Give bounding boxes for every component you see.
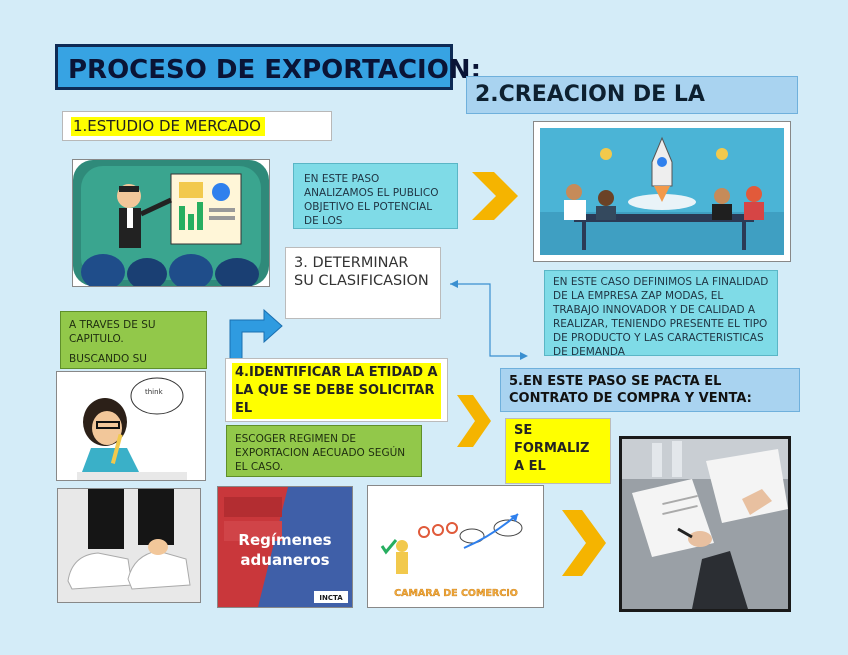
sneakers-image [57,488,201,603]
step3-line1: A TRAVES DE SU CAPITULO. [69,318,198,346]
page-title: PROCESO DE EXPORTACION: [55,44,453,90]
chevron-right-icon [560,508,608,578]
step5-heading: 5.EN ESTE PASO SE PACTA EL CONTRATO DE C… [500,368,800,412]
step5-formaliza: SE FORMALIZ A EL [505,418,611,484]
bent-arrow-icon [216,300,286,362]
step4-heading: 4.IDENTIFICAR LA ETIDAD A LA QUE SE DEBE… [225,358,448,422]
step3-description: A TRAVES DE SU CAPITULO. BUSCANDO SU [60,311,207,369]
chevron-right-icon [470,170,520,222]
regimes-logo: INCTA [319,594,343,602]
step1-heading: 1.ESTUDIO DE MERCADO [62,111,332,141]
thought-bubble-text: think [145,388,164,396]
step4-label: 4.IDENTIFICAR LA ETIDAD A LA QUE SE DEBE… [232,363,441,419]
thinking-girl-image: think [56,371,206,481]
contract-signing-image [619,436,791,612]
step2-heading: 2.CREACION DE LA [466,76,798,114]
regimes-title-line2: aduaneros [240,551,329,569]
step4-description: ESCOGER REGIMEN DE EXPORTACION AECUADO S… [226,425,422,477]
step2-description: EN ESTE CASO DEFINIMOS LA FINALIDAD DE L… [544,270,778,356]
chevron-right-icon [455,393,493,449]
customs-regimes-image: Regímenes aduaneros INCTA [217,486,353,608]
market-study-image [72,159,270,287]
step1-label: 1.ESTUDIO DE MERCADO [71,117,265,136]
chamber-of-commerce-image: CAMARA DE COMERCIO [367,485,544,608]
step3-line2: BUSCANDO SU [69,352,198,366]
company-creation-image [533,121,791,262]
connector-arrow-icon [440,272,534,364]
step3-heading: 3. DETERMINAR SU CLASIFICASION [285,247,441,319]
regimes-title-line1: Regímenes [238,531,331,549]
chamber-label: CAMARA DE COMERCIO [394,588,518,599]
step1-description: EN ESTE PASO ANALIZAMOS EL PUBLICO OBJET… [293,163,458,229]
